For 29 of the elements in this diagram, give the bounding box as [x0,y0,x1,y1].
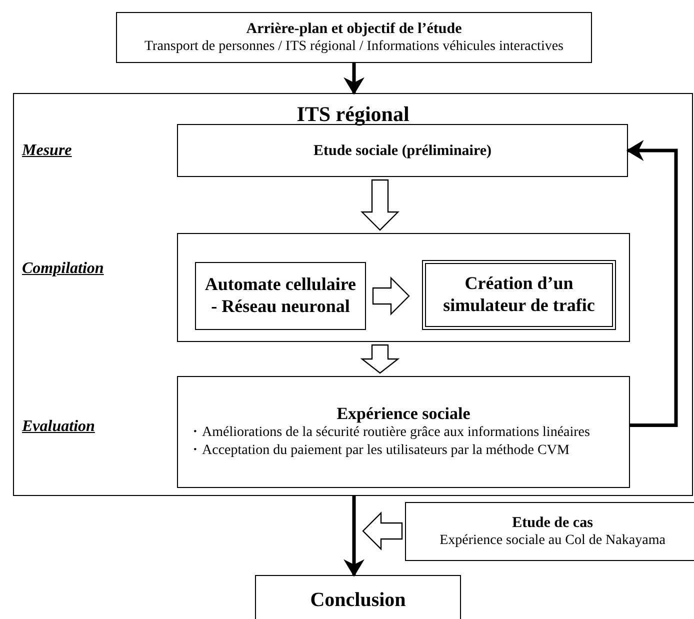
box-heading: Arrière-plan et objectif de l’étude [246,20,462,38]
block-arrow [360,179,400,231]
highlight-box [422,260,616,330]
section-label: Compilation [22,260,104,278]
info-box [405,502,694,561]
box-heading: Conclusion [310,588,406,612]
box-heading: Etude de cas [512,514,593,532]
section-label: Evaluation [22,418,95,436]
box-heading: Expérience sociale [336,404,470,424]
box-heading: Etude sociale (préliminaire) [313,142,492,160]
arrow [626,140,678,428]
process-box [177,376,630,488]
arrow [344,63,364,95]
arrow [344,496,364,577]
block-arrow [362,512,403,550]
box-text: Transport de personnes / ITS régional / Informations véhicules interactives [144,38,564,56]
bullet-text: ・Améliorations de la sécurité routière grâce aux informations linéaires [188,424,591,442]
box-text: Expérience sociale au Col de Nakayama [440,532,666,550]
result-box [255,575,461,619]
box-heading: Création d’un simulateur de trafic [442,273,596,317]
process-box [195,262,366,330]
block-arrow [360,344,400,374]
section-label: Mesure [22,142,72,160]
bullet-text: ・Acceptation du paiement par les utilisateurs par la méthode CVM [188,442,570,460]
box-heading: Automate cellulaire - Réseau neuronal [204,274,358,318]
box-heading: ITS régional [296,102,410,128]
block-arrow [372,276,410,316]
process-box [177,124,628,177]
info-box [116,12,592,63]
